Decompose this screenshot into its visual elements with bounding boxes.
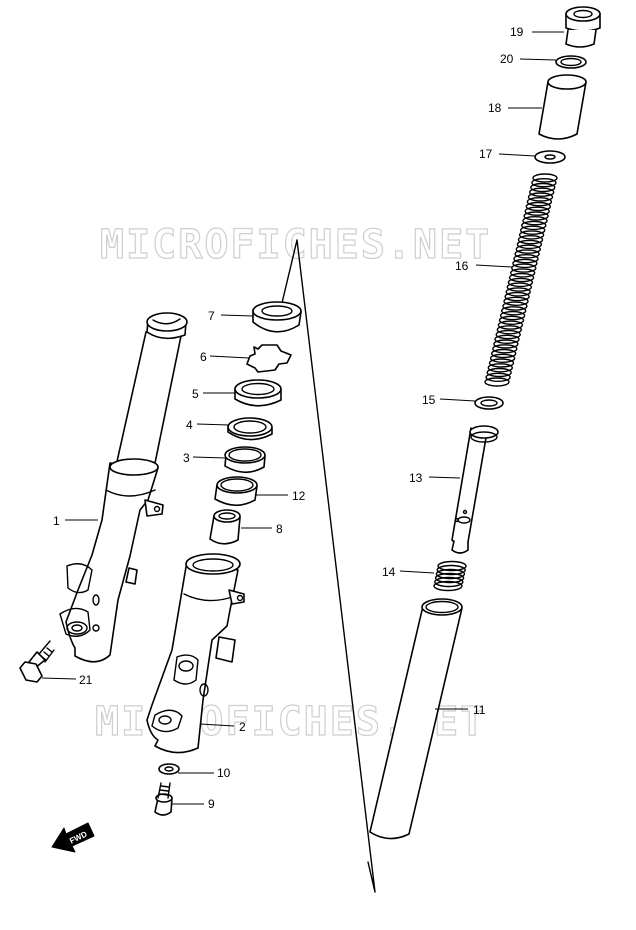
callout-21: 21 <box>79 673 93 687</box>
guide-metal <box>224 446 266 474</box>
spring-coil <box>512 258 538 269</box>
spring-coil <box>507 277 534 288</box>
callout-12: 12 <box>292 489 306 503</box>
spring-coil <box>484 377 510 387</box>
callout-2: 2 <box>239 720 246 734</box>
spring-coil <box>485 372 511 382</box>
spring-coil <box>501 306 527 316</box>
spring-coil <box>506 282 532 292</box>
front-fork-assembly <box>59 312 188 663</box>
callout-3: 3 <box>183 451 190 465</box>
oil-lock-piece <box>209 509 241 545</box>
washer <box>474 396 504 410</box>
callout-15: 15 <box>422 393 436 407</box>
callout-20: 20 <box>500 52 514 66</box>
spring-coil <box>522 215 548 226</box>
spring-coil <box>499 310 526 321</box>
spring-coil <box>488 358 515 368</box>
spring-coil <box>434 572 465 584</box>
fork-cap-bolt <box>565 6 601 48</box>
spring-coil <box>508 272 535 283</box>
inner-tube <box>369 598 463 840</box>
damper-rod-bolt <box>154 782 173 816</box>
rebound-spring <box>433 560 467 592</box>
spring-coil <box>436 564 466 576</box>
callout-4: 4 <box>186 418 193 432</box>
callout-17: 17 <box>479 147 493 161</box>
spring-coil <box>495 329 521 340</box>
o-ring <box>555 55 587 69</box>
spring-coil <box>434 576 464 588</box>
callout-18: 18 <box>488 101 502 115</box>
oil-seal-retainer <box>227 417 273 441</box>
spring-coil <box>433 580 463 592</box>
fwd-arrow-icon: FWD <box>51 822 95 853</box>
spring-coil <box>520 225 546 235</box>
spring-coil <box>521 220 547 231</box>
spring-coil <box>526 196 553 207</box>
gasket <box>158 763 180 775</box>
callout-10: 10 <box>217 766 231 780</box>
spring-coil <box>502 301 528 311</box>
spacer <box>538 74 587 140</box>
spring-coil <box>505 287 531 297</box>
leader-lines <box>41 31 564 805</box>
spring-coil <box>511 263 537 273</box>
callout-8: 8 <box>276 522 283 536</box>
dust-seal <box>252 301 302 333</box>
spring-coil <box>516 239 543 250</box>
callout-1: 1 <box>53 514 60 528</box>
slide-metal <box>214 476 258 507</box>
callout-6: 6 <box>200 350 207 364</box>
spring-coil <box>517 234 544 245</box>
spring-washer <box>534 150 566 164</box>
spring-coil <box>494 334 520 344</box>
stopper-ring <box>246 344 292 373</box>
callout-5: 5 <box>192 387 199 401</box>
fork-spring <box>484 173 558 387</box>
spring-coil <box>513 254 539 264</box>
spring-coil <box>524 206 550 216</box>
spring-coil <box>491 348 517 359</box>
axle-bolt <box>19 640 55 683</box>
damper-rod <box>451 425 499 554</box>
spring-coil <box>487 363 513 373</box>
spring-coil <box>486 367 512 378</box>
callout-19: 19 <box>510 25 524 39</box>
callout-7: 7 <box>208 309 215 323</box>
assembly-guide-line <box>281 239 376 893</box>
spring-coil <box>531 177 557 188</box>
callout-9: 9 <box>208 797 215 811</box>
spring-coil <box>498 315 525 325</box>
spring-coil <box>503 296 529 306</box>
spring-coil <box>532 173 558 183</box>
spring-coil <box>492 344 518 354</box>
spring-coil <box>496 325 522 335</box>
spring-coil <box>525 201 551 212</box>
callout-11: 11 <box>473 703 486 717</box>
spring-coil <box>435 568 466 580</box>
spring-coil <box>489 353 516 363</box>
spring-coil <box>523 211 549 221</box>
spring-coil <box>497 320 524 330</box>
watermark-top: MICROFICHES.NET <box>100 222 491 268</box>
spring-coil <box>510 268 536 278</box>
callout-13: 13 <box>409 471 423 485</box>
callout-16: 16 <box>455 259 469 273</box>
spring-coil <box>518 230 545 240</box>
spring-coil <box>529 187 555 197</box>
spring-coil <box>504 291 530 302</box>
spring-coil <box>527 192 554 202</box>
spring-coil <box>514 249 540 259</box>
oil-seal <box>234 379 282 407</box>
outer-tube <box>146 553 245 754</box>
spring-coil <box>437 560 467 572</box>
callout-14: 14 <box>382 565 396 579</box>
spring-coil <box>530 182 556 193</box>
spring-coil <box>515 244 541 254</box>
spring-coil <box>493 339 519 349</box>
